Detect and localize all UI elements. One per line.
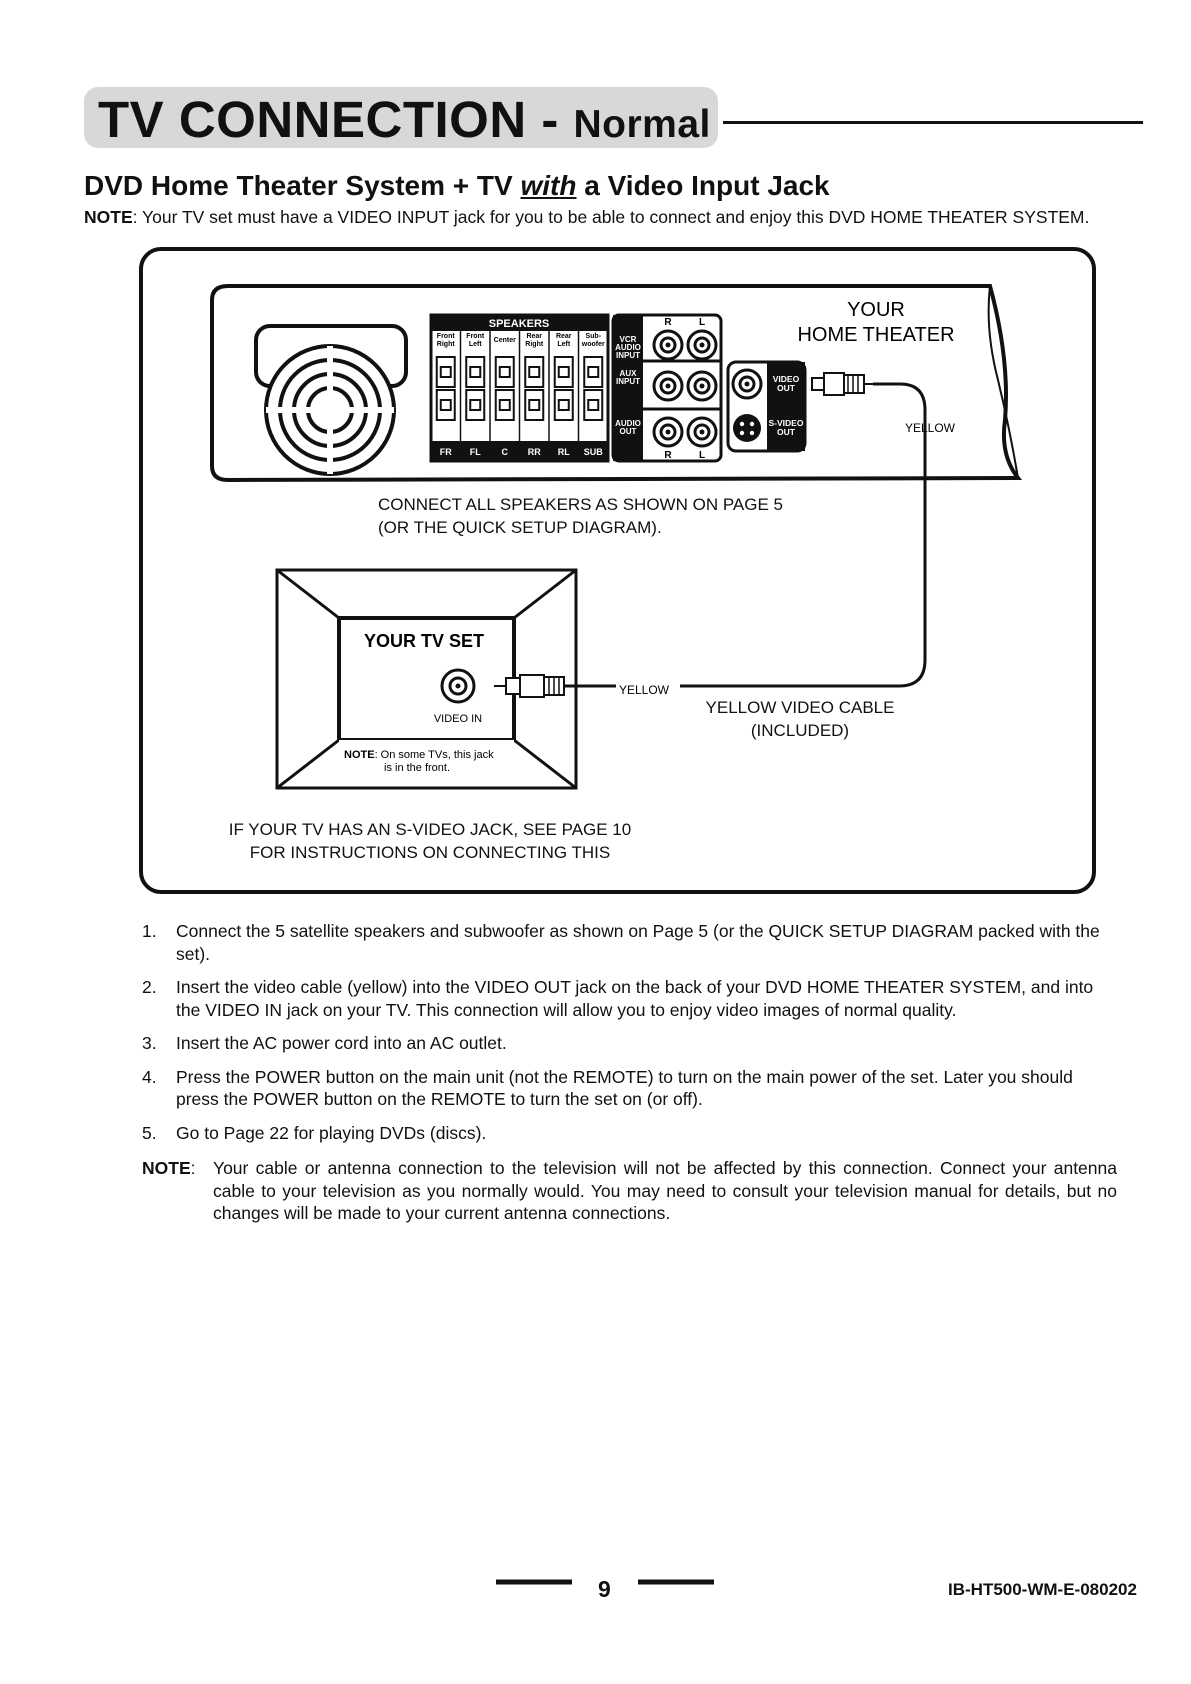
list-item: 4.Press the POWER button on the main uni… [142,1066,1073,1110]
rca-jack [659,377,677,395]
svg-text:L: L [699,450,705,461]
svg-text:AUDIO: AUDIO [615,419,641,428]
steps-list: 1.Connect the 5 satellite speakers and s… [142,920,1117,1155]
speaker-terminal [465,356,486,388]
rca-jack [693,423,711,441]
speaker-label: Rear [526,333,542,340]
svg-text:INPUT: INPUT [616,351,640,360]
diagram-frame [139,247,1096,894]
svg-text:HOME THEATER: HOME THEATER [797,324,954,346]
speaker-terminal [524,389,545,421]
yellow-label-tv: YELLOW [619,683,670,697]
speaker-label: Left [557,341,571,348]
svg-text:OUT: OUT [620,427,637,436]
svg-text:VCR: VCR [620,335,637,344]
page-number: 9 [598,1576,611,1602]
title-rule [723,121,1143,124]
title-banner [84,87,718,148]
speaker-terminal [583,389,604,421]
speaker-terminal [435,389,456,421]
speaker-terminal [494,356,515,388]
speaker-label: Right [437,341,456,348]
video-in-label: VIDEO IN [434,713,482,725]
speaker-label: Sub- [585,333,601,340]
list-item: 1.Connect the 5 satellite speakers and s… [142,921,1100,964]
speaker-label: Rear [556,333,572,340]
fan-icon [254,324,408,476]
rca-jack [659,423,677,441]
speaker-terminal [524,356,545,388]
svg-text:AUDIO: AUDIO [615,343,641,352]
svg-text:L: L [699,317,705,328]
top-note: NOTE: Your TV set must have a VIDEO INPU… [84,207,1090,227]
speakers-instruction: CONNECT ALL SPEAKERS AS SHOWN ON PAGE 5 … [378,495,783,537]
svg-text:R: R [664,450,672,461]
speaker-code: RR [528,447,541,457]
speaker-terminal [553,389,574,421]
home-theater-label: YOUR [847,299,905,321]
speaker-terminal [465,389,486,421]
yellow-label-top: YELLOW [905,421,956,435]
list-item: 2.Insert the video cable (yellow) into t… [142,977,1094,1020]
document-code: IB-HT500-WM-E-080202 [948,1580,1137,1599]
speaker-code: FL [470,447,481,457]
svg-text:is in the front.: is in the front. [384,762,450,774]
tv-note: NOTE: On some TVs, this jack [344,749,494,761]
video-out-block [726,360,807,453]
speakers-header: SPEAKERS [489,318,550,330]
bottom-note: NOTE: Your cable or antenna connection t… [142,1158,1117,1223]
speaker-label: Left [469,341,483,348]
page-title: TV CONNECTION - Normal [98,91,711,148]
cable-label: YELLOW VIDEO CABLE (INCLUDED) [705,698,895,740]
speaker-label: Front [437,333,456,340]
speaker-code: C [502,447,509,457]
tv-label: YOUR TV SET [364,631,484,651]
speaker-terminal [494,389,515,421]
svg-text:R: R [664,317,672,328]
page-title-sub: Normal [573,103,711,146]
svideo-note: IF YOUR TV HAS AN S-VIDEO JACK, SEE PAGE… [228,820,632,862]
speaker-label: woofer [581,341,605,348]
speaker-label: Center [494,337,516,344]
rca-jack [659,336,677,354]
rca-plug-top [811,372,873,396]
speaker-code: FR [440,447,452,457]
speaker-terminal [583,356,604,388]
svg-text:S-VIDEO: S-VIDEO [769,418,804,428]
yellow-video-cable [680,382,927,688]
speaker-code: RL [558,447,570,457]
svg-text:OUT: OUT [777,383,796,393]
audio-jack-block [611,313,723,463]
speaker-label: Front [466,333,485,340]
speaker-terminal [435,356,456,388]
svg-text:VIDEO: VIDEO [773,374,800,384]
rca-jack [693,377,711,395]
rca-plug-tv [494,674,578,698]
svg-text:OUT: OUT [777,427,796,437]
speaker-terminal [553,356,574,388]
svg-text:INPUT: INPUT [616,377,640,386]
svg-text:AUX: AUX [620,369,638,378]
rca-jack [693,336,711,354]
speaker-label: Right [525,341,544,348]
home-theater-panel [210,284,1023,483]
speaker-terminals: FrontRightFRFrontLeftFLCenterCRearRightR… [429,313,610,463]
list-item: 3.Insert the AC power cord into an AC ou… [142,1033,507,1053]
list-item: 5.Go to Page 22 for playing DVDs (discs)… [142,1122,487,1143]
speaker-code: SUB [584,447,604,457]
section-heading: DVD Home Theater System + TV with a Vide… [84,170,830,201]
